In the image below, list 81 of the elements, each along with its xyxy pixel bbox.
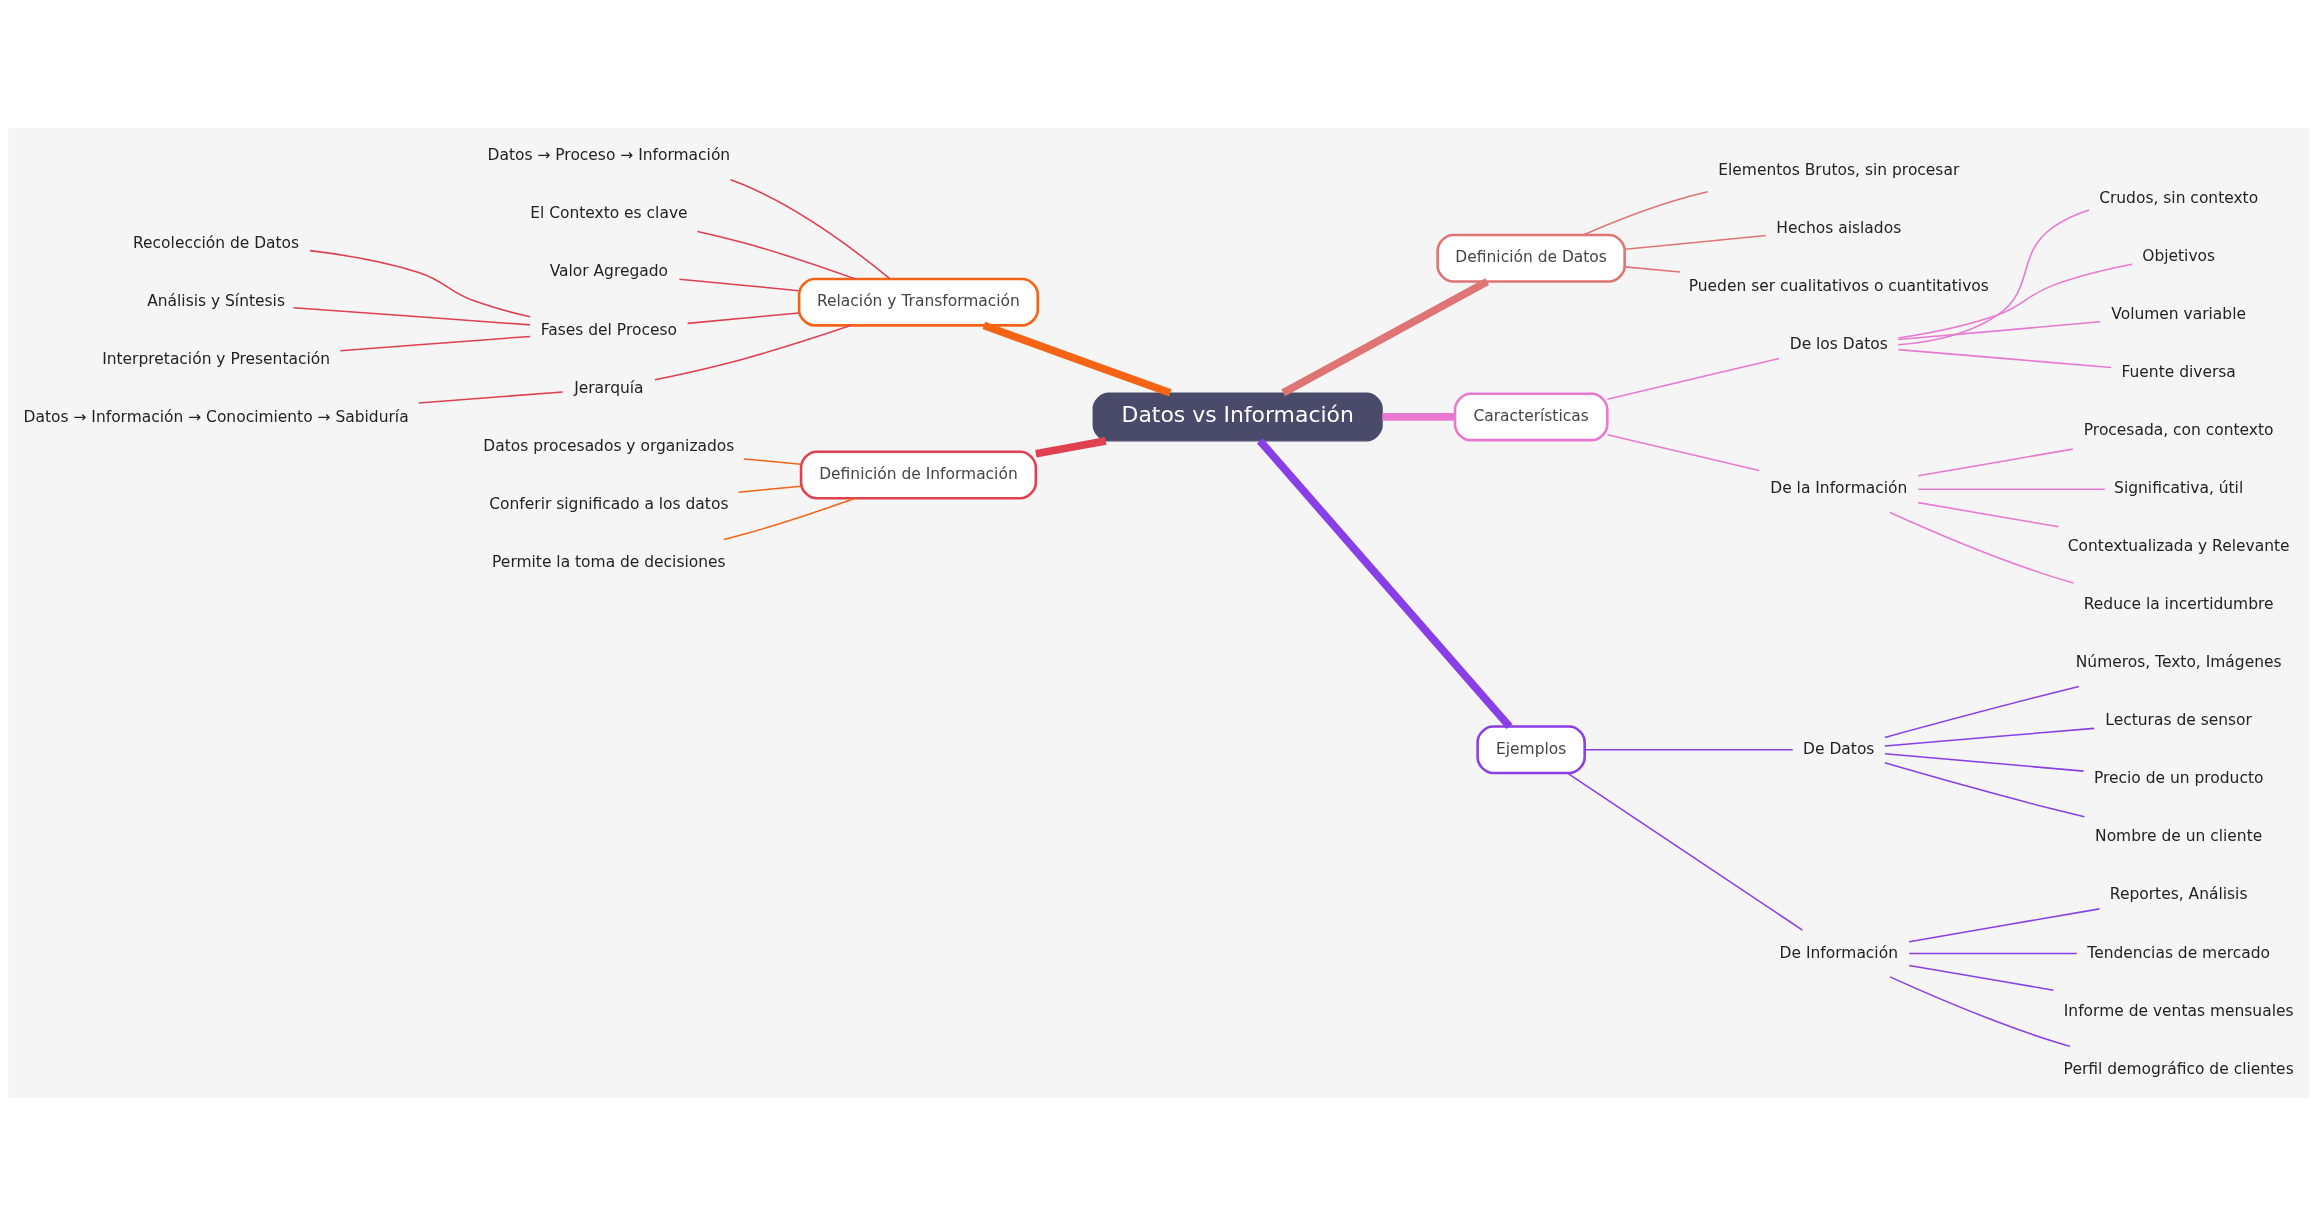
connector [723, 496, 856, 540]
connector [1917, 447, 2074, 476]
connector [1908, 952, 2078, 954]
connector [743, 457, 802, 465]
node-text: Nombre de un cliente [2095, 826, 2263, 845]
connector [1908, 964, 2055, 991]
node-text: Elementos Brutos, sin procesar [1718, 160, 1960, 179]
connector [1606, 433, 1760, 471]
node-text: Perfil demográfico de clientes [2063, 1059, 2294, 1078]
node-text: Datos → Proceso → Información [487, 145, 731, 164]
connector [678, 277, 800, 291]
connector [1884, 727, 2095, 747]
connector [309, 249, 531, 318]
node-text: Significativa, útil [2114, 478, 2244, 497]
connector [1281, 277, 1489, 396]
node-text: Datos → Información → Conocimiento → Sabiduría [23, 407, 409, 426]
node-text: Reportes, Análisis [2109, 884, 2248, 903]
node-text: De Datos [1803, 739, 1875, 758]
connector [1917, 487, 2106, 490]
node-text: Volumen variable [2111, 304, 2246, 323]
connector [1582, 190, 1709, 236]
node-text: Fases del Proceso [540, 320, 677, 339]
node-text: De los Datos [1789, 334, 1888, 353]
connector [654, 324, 853, 381]
connector [1897, 348, 2112, 368]
connector [1257, 437, 1513, 729]
connector [1884, 685, 2080, 738]
node-text: Números, Texto, Imágenes [2075, 652, 2282, 671]
connector [1606, 357, 1780, 400]
node-text: Objetivos [2142, 246, 2216, 265]
node-text: Jerarquía [574, 378, 644, 397]
connector [1897, 320, 2101, 340]
connector [1883, 761, 2086, 818]
node-text: Tendencias de mercado [2087, 943, 2270, 962]
connector [737, 484, 802, 493]
connector [1908, 907, 2101, 942]
node-text: De la Información [1770, 478, 1908, 497]
node-text: Reduce la incertidumbre [2083, 594, 2274, 613]
connector [729, 178, 891, 279]
node-text: Lecturas de sensor [2105, 710, 2252, 729]
node-text: Interpretación y Presentación [102, 349, 331, 368]
connector [1624, 234, 1767, 250]
node-box: Ejemplos [1476, 724, 1586, 774]
node-text: Datos procesados y organizados [483, 436, 735, 455]
node-text: Permite la toma de decisiones [492, 552, 726, 571]
node-text: Contextualizada y Relevante [2067, 536, 2290, 555]
node-text: Recolección de Datos [133, 233, 300, 252]
connector [1566, 771, 1804, 931]
connector [339, 335, 531, 352]
connector [418, 390, 564, 404]
node-box: Definición de Datos [1436, 233, 1626, 283]
connector [1382, 412, 1455, 421]
connector [982, 321, 1172, 397]
node-box: Características [1453, 391, 1609, 441]
node-text: Crudos, sin contexto [2099, 188, 2259, 207]
node-text: Fuente diversa [2121, 362, 2236, 381]
connector [686, 311, 800, 324]
node-text: Hechos aislados [1776, 218, 1902, 237]
connector [1917, 501, 2060, 528]
node-text: De Información [1779, 943, 1898, 962]
node-text: El Contexto es clave [530, 203, 688, 222]
node-box: Datos vs Información [1092, 391, 1383, 441]
connector [1584, 748, 1794, 750]
connector [1889, 975, 2071, 1047]
node-text: Pueden ser cualitativos o cuantitativos [1688, 276, 1989, 295]
node-box: Definición de Información [799, 449, 1038, 499]
node-text: Conferir significado a los datos [489, 494, 729, 513]
node-text: Informe de ventas mensuales [2063, 1001, 2294, 1020]
node-text: Valor Agregado [549, 261, 669, 280]
connector [1897, 208, 2090, 345]
node-text: Precio de un producto [2093, 768, 2264, 787]
node-box: Relación y Transformación [797, 277, 1040, 327]
connector [1897, 263, 2133, 339]
connector [1624, 265, 1681, 273]
connector [1035, 436, 1107, 457]
connector [292, 306, 531, 326]
node-text: Procesada, con contexto [2083, 420, 2274, 439]
connector [1889, 511, 2075, 584]
node-text: Análisis y Síntesis [147, 291, 285, 310]
connector [1884, 752, 2085, 772]
connector [696, 230, 856, 280]
